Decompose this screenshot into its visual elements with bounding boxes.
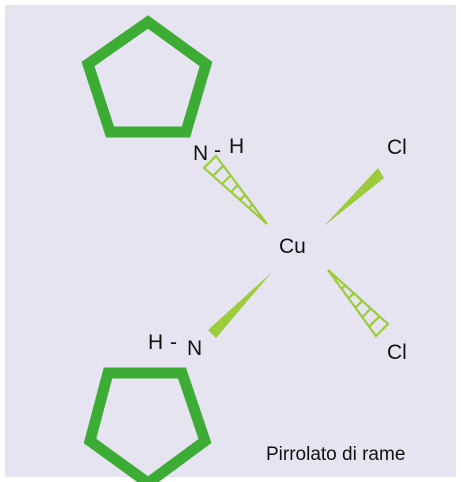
wedge-hash-line bbox=[340, 284, 346, 290]
wedge-outline bbox=[202, 154, 268, 225]
wedge-hash-line bbox=[361, 307, 372, 318]
bond-dash-upper: - bbox=[214, 139, 221, 162]
hashed-wedge-bond-lower-right bbox=[327, 269, 390, 338]
pyrrole-ring-bottom bbox=[83, 367, 212, 482]
atom-label-h-upper: H bbox=[229, 135, 244, 158]
atom-label-cu-center: Cu bbox=[279, 235, 306, 258]
atom-label-h-lower: H bbox=[148, 331, 163, 354]
wedge-hash-line bbox=[347, 292, 355, 300]
wedge-hash-line bbox=[221, 174, 232, 185]
wedge-hash-line bbox=[354, 300, 364, 309]
wedge-hash-line bbox=[239, 194, 246, 201]
wedge-outline bbox=[327, 269, 390, 338]
solid-wedge-bond-upper-right bbox=[324, 168, 384, 226]
diagram-background bbox=[5, 5, 456, 477]
atom-label-n-upper: N bbox=[193, 142, 208, 165]
pyrrole-ring-top bbox=[81, 15, 213, 138]
wedge-hash-line bbox=[248, 203, 254, 209]
wedge-hash-line bbox=[257, 213, 261, 217]
atom-label-cl-lower: Cl bbox=[387, 341, 407, 364]
wedge-hash-line bbox=[334, 276, 338, 281]
wedge-hash-line bbox=[368, 315, 381, 328]
diagram-caption: Pirrolato di rame bbox=[266, 444, 405, 465]
atom-label-cl-upper: Cl bbox=[387, 136, 407, 159]
atom-label-n-lower: N bbox=[187, 337, 202, 360]
wedge-hash-line bbox=[230, 184, 239, 193]
hashed-wedge-bond-upper-left bbox=[202, 154, 268, 225]
bond-dash-lower: - bbox=[170, 331, 177, 354]
wedge-hash-line bbox=[212, 164, 225, 177]
solid-wedge-bond-lower-left bbox=[208, 272, 272, 338]
